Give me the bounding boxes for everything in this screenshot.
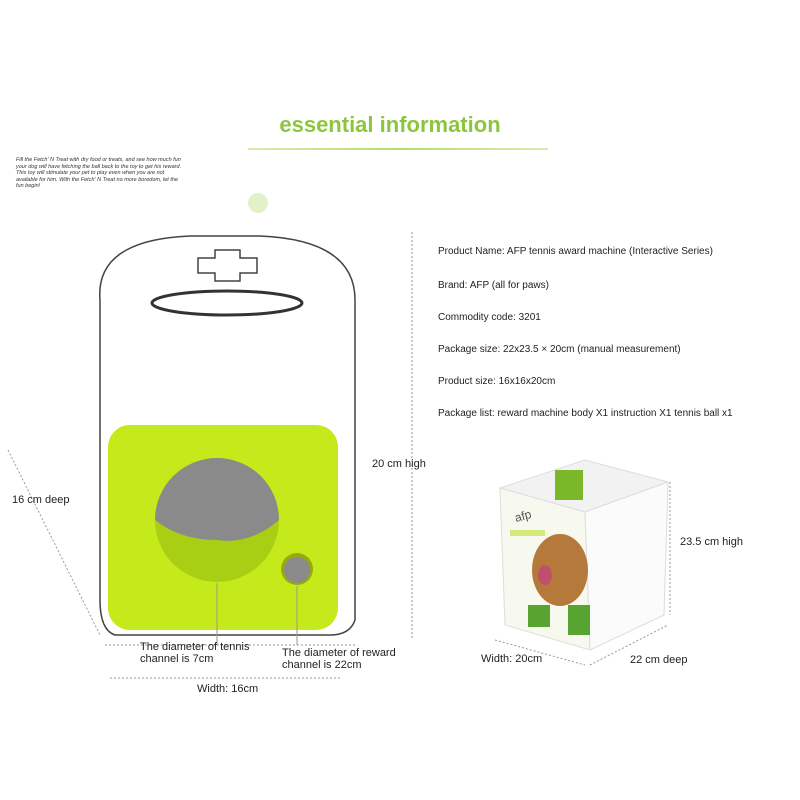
package-box: afp (498, 459, 670, 651)
dog-photo (532, 534, 588, 606)
top-hopper-icon (197, 249, 258, 282)
package-width-label: Width: 20cm (481, 653, 543, 665)
machine-width-label: Width: 16cm (197, 683, 259, 695)
machine-height-label: 20 cm high (372, 458, 426, 470)
spec-product-name: Product Name: AFP tennis award machine (… (438, 246, 713, 257)
spec-package-list: Package list: reward machine body X1 ins… (438, 408, 733, 419)
spec-brand: Brand: AFP (all for paws) (438, 280, 549, 291)
spec-package-size: Package size: 22x23.5 × 20cm (manual mea… (438, 344, 681, 355)
afp-logo: afp (513, 507, 533, 525)
package-height-label: 23.5 cm high (680, 536, 743, 548)
package-depth-label: 22 cm deep (630, 654, 688, 666)
page-title: essential information (279, 112, 501, 137)
reward-channel (284, 557, 310, 583)
product-blurb: Fill the Fetch' N Treat with dry food or… (16, 157, 182, 189)
top-opening (150, 289, 304, 317)
title-underline (248, 148, 548, 150)
spec-commodity-code: Commodity code: 3201 (438, 312, 541, 323)
decorative-dot (248, 193, 268, 213)
spec-product-size: Product size: 16x16x20cm (438, 376, 556, 387)
machine-depth-label: 16 cm deep (12, 494, 70, 506)
